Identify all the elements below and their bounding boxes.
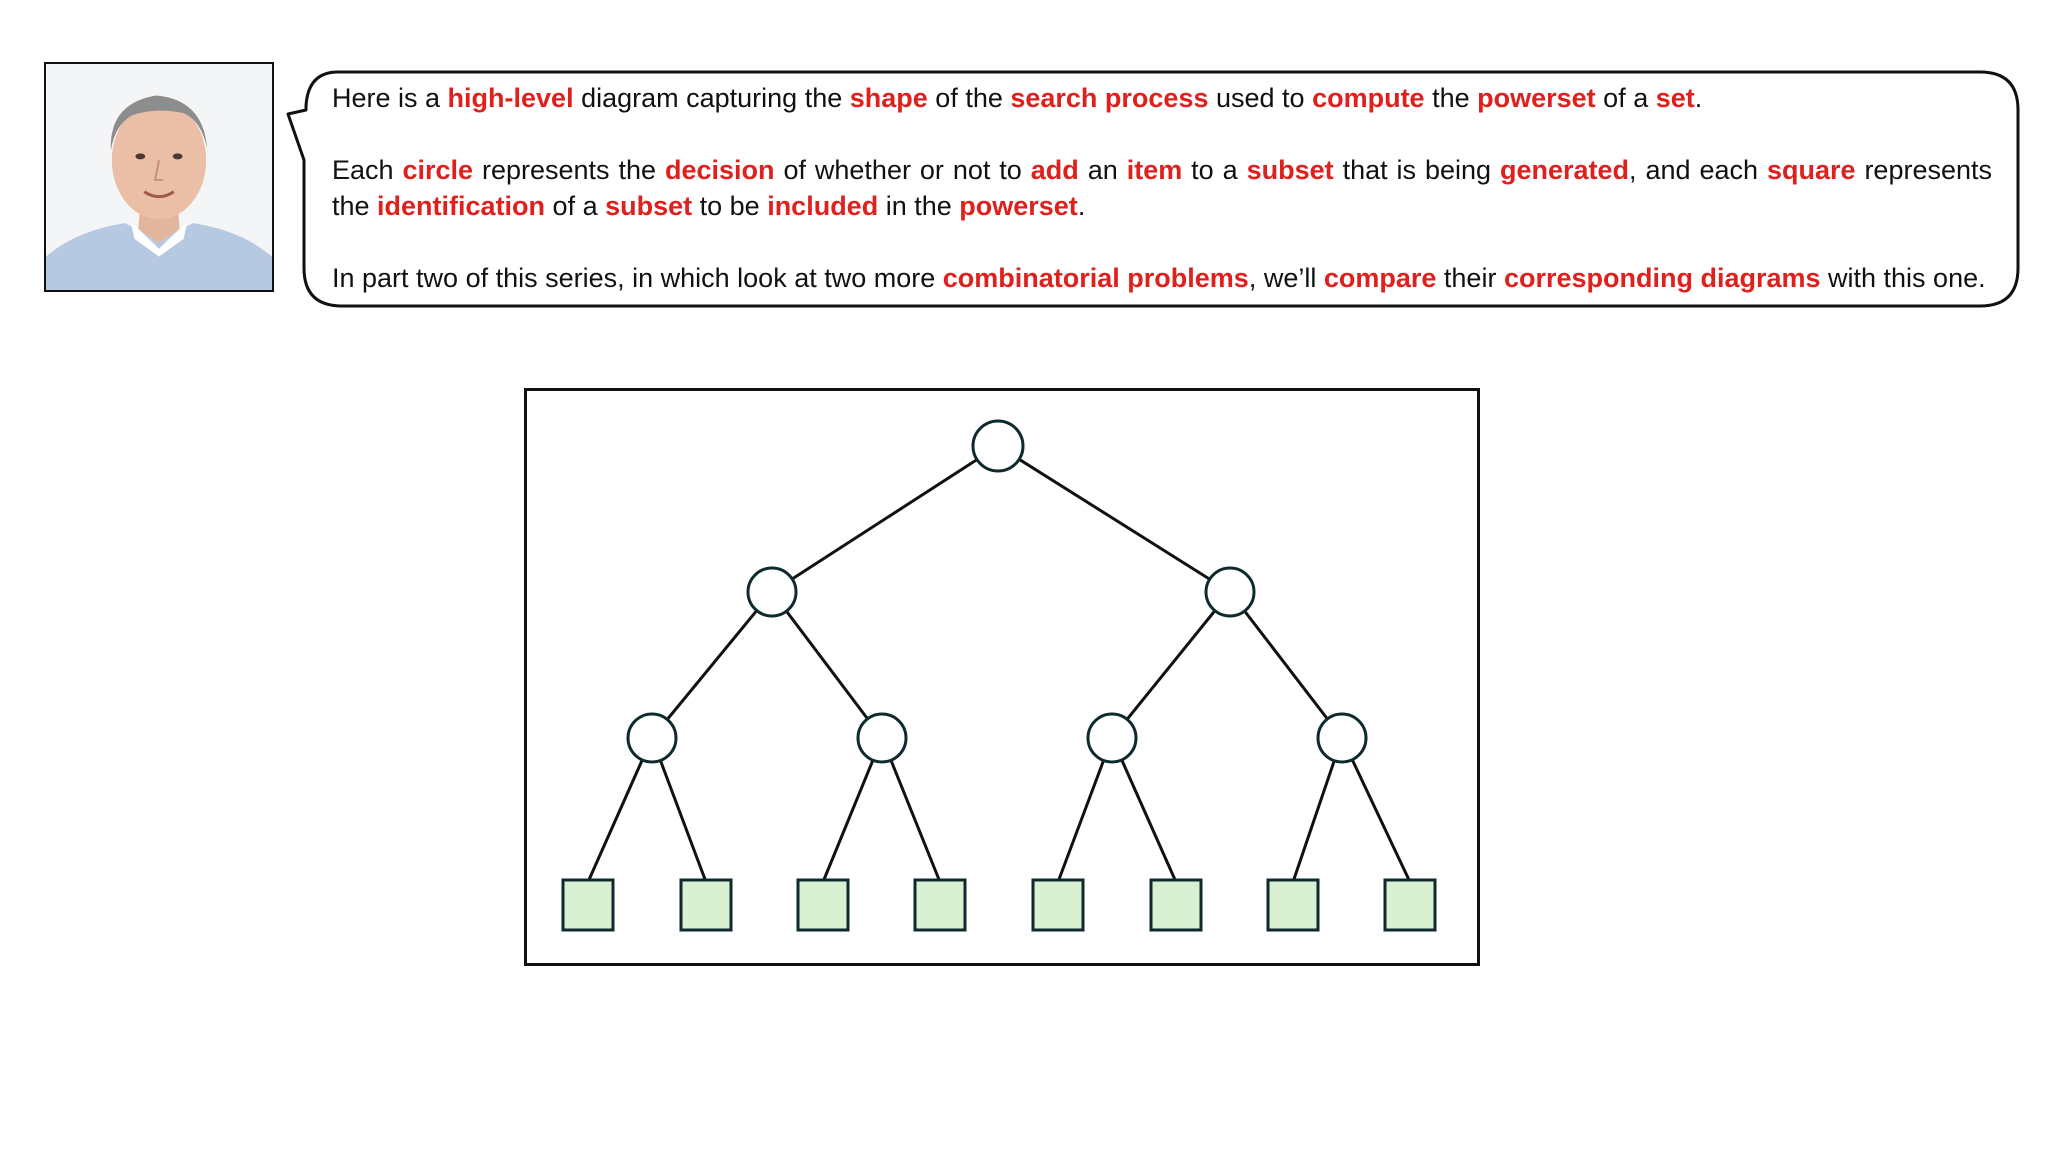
presenter-photo [46,64,272,290]
text-run: used to [1208,83,1313,113]
highlighted-term: included [767,191,879,221]
highlighted-term: powerset [1477,83,1596,113]
highlighted-term: generated [1499,155,1630,185]
highlighted-term: corresponding diagrams [1503,263,1821,293]
text-run: , we’ll [1248,263,1324,293]
highlighted-term: item [1126,155,1183,185]
text-run: an [1078,155,1127,185]
speech-bubble-text: Here is a high-level diagram capturing t… [332,80,1992,296]
text-run: , and each [1629,155,1767,185]
highlighted-term: shape [849,83,928,113]
text-run: represents the [332,155,1993,221]
text-run: of the [927,83,1011,113]
highlighted-term: square [1766,155,1856,185]
text-run: to a [1182,155,1247,185]
text-run: their [1436,263,1504,293]
text-run: represents the [473,155,665,185]
text-run: with this one. [1820,263,1986,293]
text-run: In part two of this series, in which loo… [332,263,943,293]
highlighted-term: identification [377,191,546,221]
text-run: of whether or not to [774,155,1031,185]
text-run: Each [332,155,403,185]
highlighted-term: decision [664,155,775,185]
bubble-paragraph-1: Here is a high-level diagram capturing t… [332,80,1992,116]
highlighted-term: powerset [959,191,1078,221]
text-run: Here is a [332,83,448,113]
highlighted-term: circle [402,155,474,185]
highlighted-term: set [1655,83,1695,113]
text-run: the [1424,83,1478,113]
highlighted-term: add [1030,155,1079,185]
highlighted-term: combinatorial problems [942,263,1249,293]
text-run: . [1694,83,1703,113]
highlighted-term: subset [1246,155,1334,185]
text-run: of a [1595,83,1656,113]
text-run: of a [545,191,606,221]
text-run: that is being [1333,155,1500,185]
text-run: in the [878,191,960,221]
bubble-paragraph-3: In part two of this series, in which loo… [332,260,1992,296]
diagram-frame [524,388,1480,966]
speech-bubble [286,70,2020,308]
highlighted-term: high-level [447,83,574,113]
highlighted-term: subset [605,191,693,221]
bubble-paragraph-2: Each circle represents the decision of w… [332,152,1992,224]
text-run: diagram capturing the [573,83,850,113]
highlighted-term: compute [1312,83,1425,113]
highlighted-term: search process [1010,83,1209,113]
presenter-avatar [44,62,274,292]
text-run: to be [692,191,768,221]
text-run: . [1077,191,1086,221]
highlighted-term: compare [1323,263,1437,293]
